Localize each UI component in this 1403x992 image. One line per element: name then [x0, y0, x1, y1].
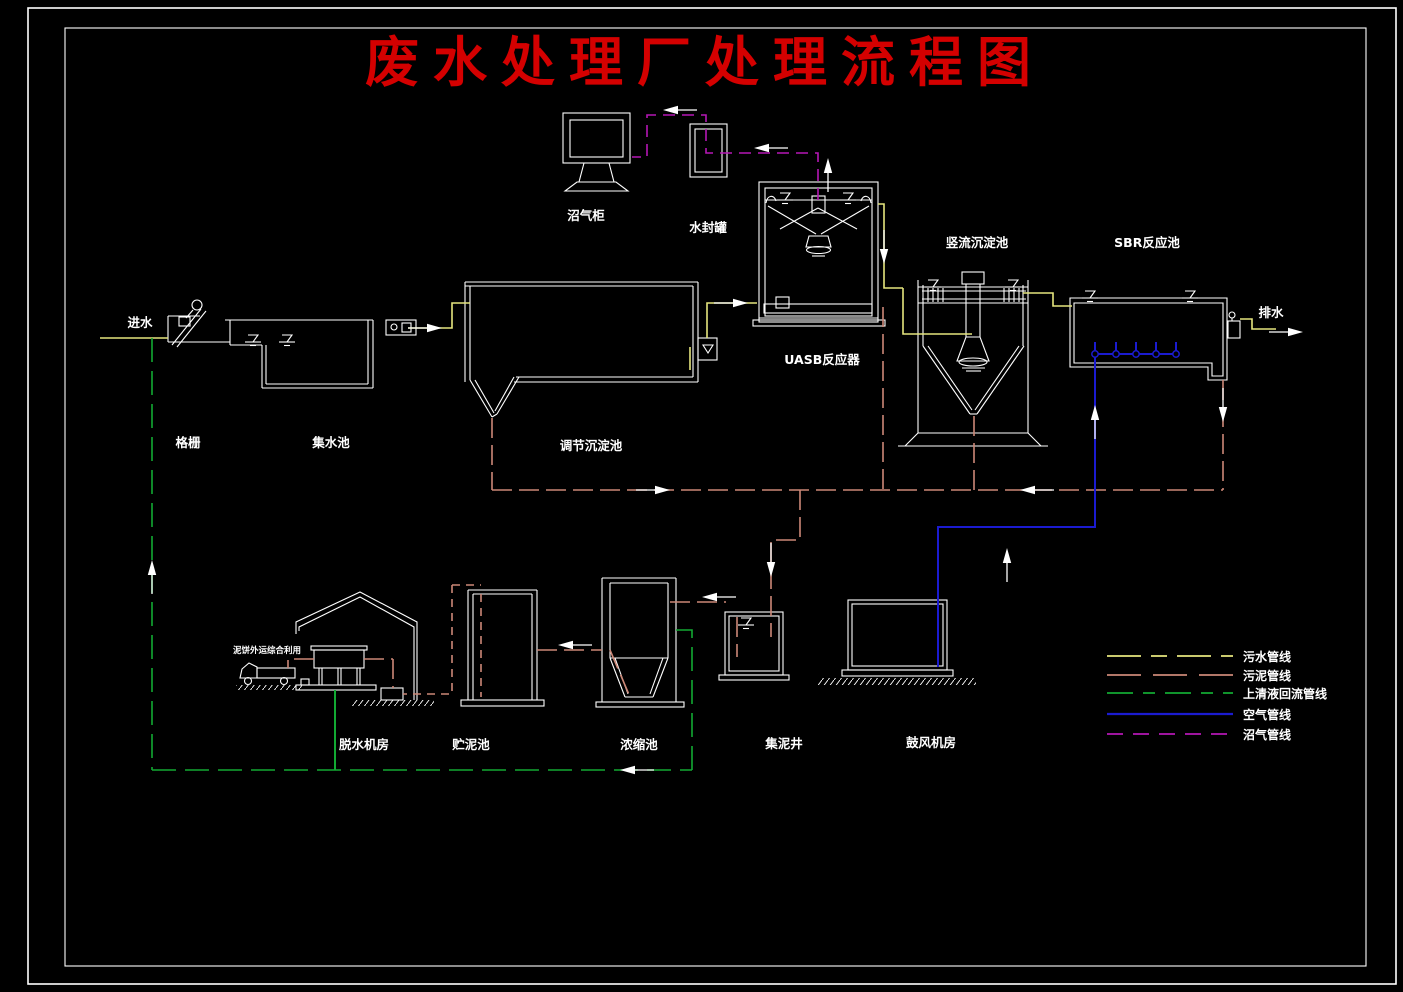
collecting-tank: 格栅 集水池	[167, 299, 417, 450]
label-sludge-storage-tank: 贮泥池	[451, 737, 490, 752]
label-sludge-well: 集泥井	[764, 736, 803, 751]
note-sludge-cake: 泥饼外运综合利用	[233, 645, 301, 656]
label-outlet: 排水	[1258, 305, 1284, 320]
return-pipes	[151, 338, 693, 771]
label-bar-screen: 格栅	[175, 435, 201, 450]
regulating-sedimentation-tank: 调节沉淀池	[464, 281, 718, 453]
aeration-diffusers	[1091, 350, 1180, 358]
label-vertical-flow-sedimentation-tank: 竖流沉淀池	[946, 235, 1009, 250]
biogas-holder: 沼气柜	[562, 112, 631, 223]
legend-row-return: 上清液回流管线	[1107, 686, 1327, 701]
legend-label-sludge: 污泥管线	[1243, 668, 1291, 683]
legend-label-sewage: 污水管线	[1243, 649, 1291, 664]
sludge-truck	[236, 662, 302, 690]
thickening-tank: 浓缩池	[595, 577, 685, 752]
legend-label-return: 上清液回流管线	[1243, 686, 1327, 701]
label-regulating-sedimentation-tank: 调节沉淀池	[560, 438, 623, 453]
sewage-pipes	[100, 203, 1276, 370]
air-pipes	[937, 342, 1180, 667]
sbr-tank: SBR反应池	[1069, 235, 1241, 381]
drawing-title: 废水处理厂处理流程图	[365, 30, 1045, 94]
label-collecting-tank: 集水池	[311, 435, 350, 450]
vertical-flow-sedimentation-tank: 竖流沉淀池	[898, 235, 1048, 447]
blower-room: 鼓风机房	[818, 599, 976, 750]
uasb-reactor: UASB反应器	[752, 181, 886, 367]
label-biogas-holder: 沼气柜	[567, 208, 605, 223]
biogas-pipes	[632, 114, 819, 200]
label-inlet: 进水	[127, 315, 153, 330]
label-water-seal-tank: 水封罐	[689, 220, 727, 235]
legend: 污水管线 污泥管线 上清液回流管线 空气管线 沼气管线	[1107, 649, 1327, 742]
legend-row-biogas: 沼气管线	[1107, 727, 1291, 742]
drawing-border	[27, 7, 1397, 985]
legend-row-sludge: 污泥管线	[1107, 668, 1291, 683]
label-sbr-tank: SBR反应池	[1114, 235, 1180, 250]
label-dewatering-room: 脱水机房	[339, 737, 389, 752]
legend-label-biogas: 沼气管线	[1243, 727, 1291, 742]
sludge-storage-tank: 贮泥池	[451, 589, 545, 752]
legend-label-air: 空气管线	[1243, 707, 1291, 722]
sludge-well: 集泥井	[718, 611, 803, 751]
legend-row-sewage: 污水管线	[1107, 649, 1291, 664]
water-seal-tank: 水封罐	[689, 123, 728, 235]
sludge-pipes	[287, 307, 1224, 698]
bar-screen	[167, 299, 230, 348]
label-thickening-tank: 浓缩池	[620, 737, 658, 752]
label-blower-room: 鼓风机房	[906, 735, 956, 750]
label-uasb-reactor: UASB反应器	[784, 352, 860, 367]
legend-row-air: 空气管线	[1107, 707, 1291, 722]
